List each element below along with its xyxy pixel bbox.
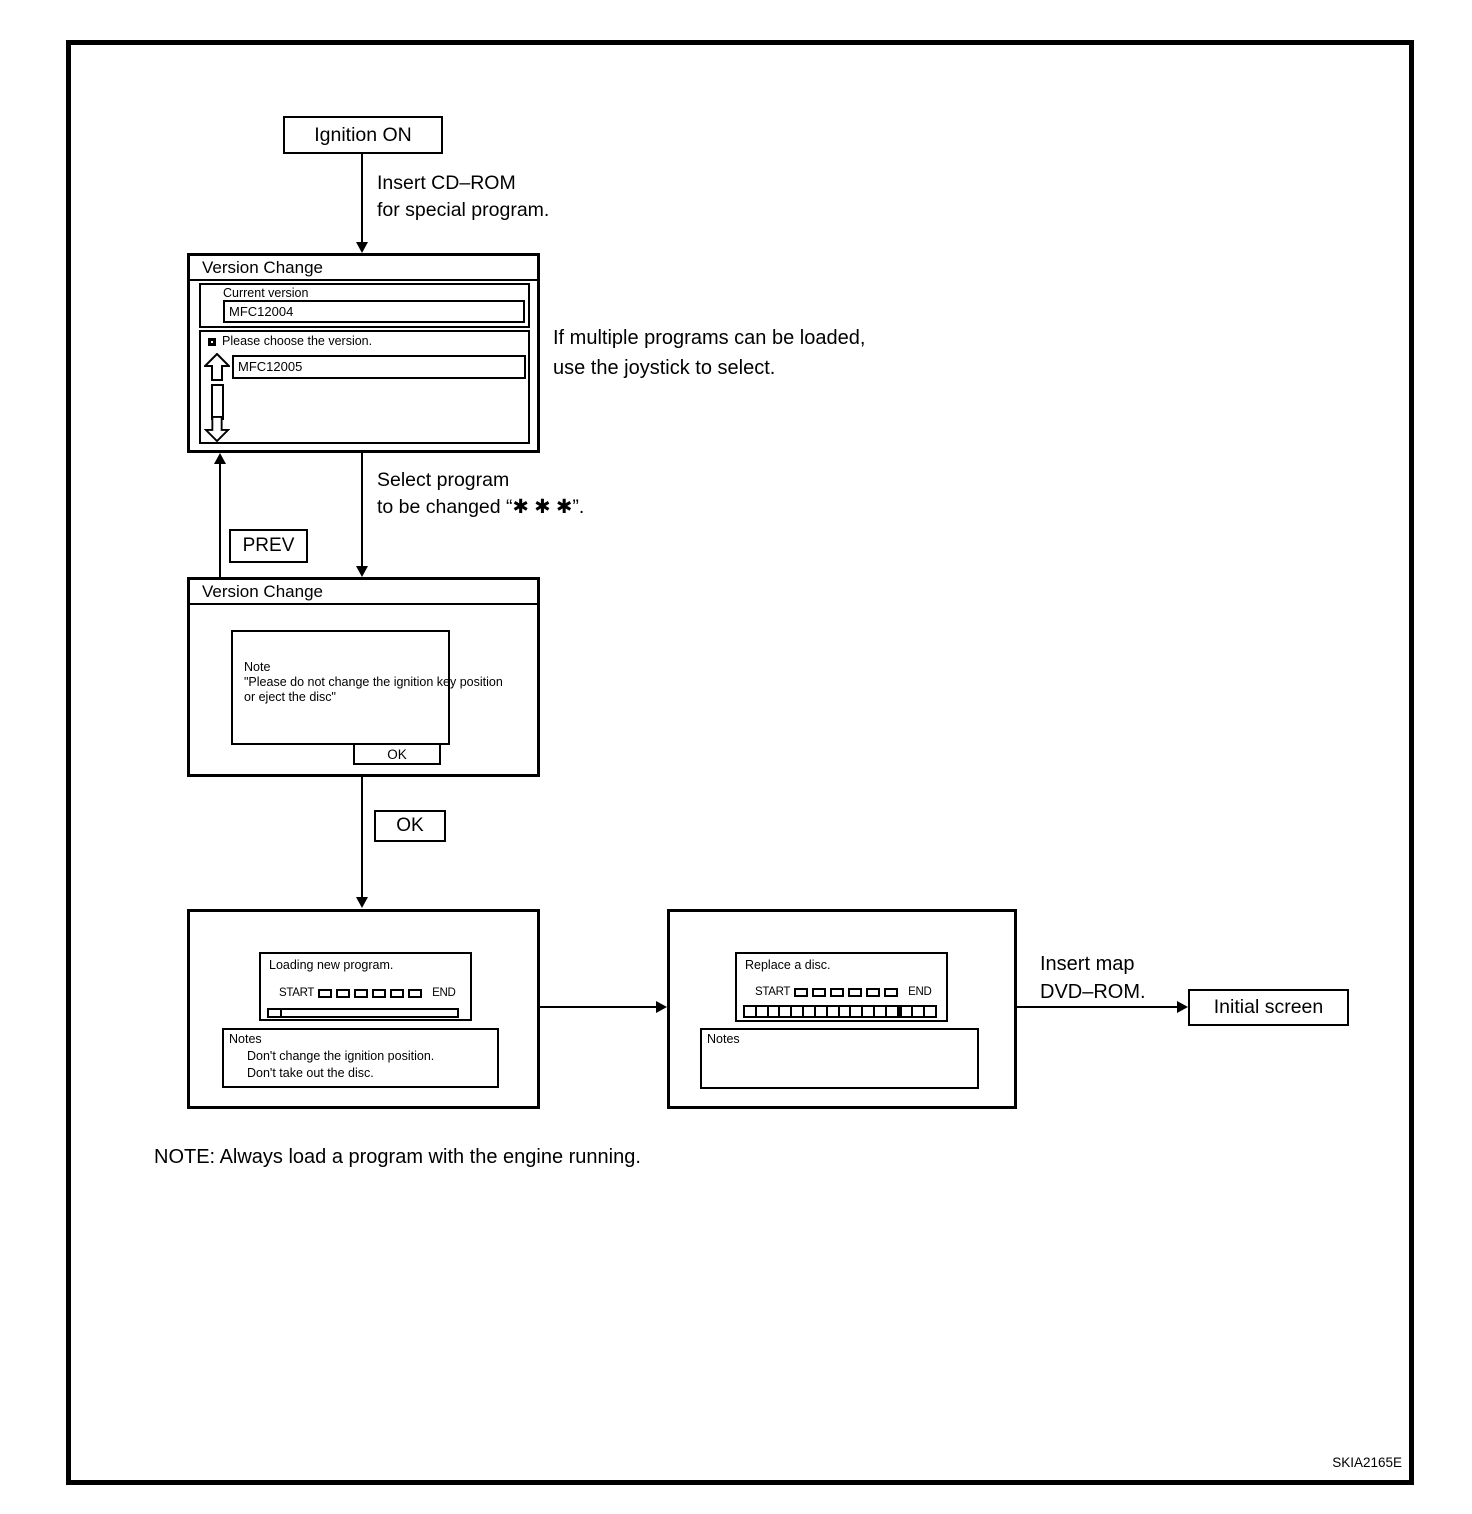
current-version-label: Current version (223, 286, 309, 300)
notes-line: Don't take out the disc. (247, 1066, 374, 1080)
scroll-up-icon[interactable] (204, 353, 230, 381)
loading-message-panel: Loading new program. START END (259, 952, 472, 1021)
replace-progress-bar (743, 1005, 937, 1018)
arrow-prev-return (219, 463, 221, 577)
progress-segment (794, 987, 809, 997)
progress-segment (884, 987, 899, 997)
screen-loading: Loading new program. START END Notes Don… (187, 909, 540, 1109)
notes-line: Don't change the ignition position. (247, 1049, 435, 1063)
current-version-panel: Current version MFC12004 (199, 283, 530, 328)
choose-version-label: Please choose the version. (222, 334, 373, 348)
progress-segment (812, 987, 827, 997)
prev-button-label: PREV (242, 535, 295, 556)
arrowhead-right-icon (1177, 1001, 1188, 1013)
arrowhead-down-icon (356, 242, 368, 253)
arrow-loading-to-replace (540, 1006, 657, 1008)
screen-note-dialog: Version Change Note "Please do not chang… (187, 577, 540, 777)
replace-notes-panel: Notes (700, 1028, 979, 1089)
progress-segment (866, 987, 881, 997)
choose-version-panel: Please choose the version. MFC12005 (199, 330, 530, 444)
dialog-ok-button[interactable]: OK (353, 743, 441, 765)
flow-ok-button-label: OK (396, 815, 424, 836)
start-label: START (279, 987, 315, 999)
arrow-replace-to-initial (1017, 1006, 1178, 1008)
arrowhead-up-icon (214, 453, 226, 464)
notes-title: Notes (229, 1032, 262, 1046)
replace-message: Replace a disc. (745, 958, 831, 972)
bullet-icon (208, 338, 216, 346)
end-label: END (908, 986, 932, 998)
screen-replace-disc: Replace a disc. START END Notes (667, 909, 1017, 1109)
progress-segment (390, 988, 405, 998)
arrowhead-down-icon (356, 566, 368, 577)
arrow-ignition-to-version (361, 154, 363, 243)
arrowhead-down-icon (356, 897, 368, 908)
loading-message: Loading new program. (269, 958, 394, 972)
prev-button[interactable]: PREV (229, 529, 308, 563)
start-label: START (755, 986, 791, 998)
page-border (66, 40, 1414, 1485)
progress-segment (318, 988, 333, 998)
insert-map-label: Insert map DVD–ROM. (1040, 953, 1146, 1003)
note-dialog-text: Note "Please do not change the ignition … (244, 660, 503, 704)
figure-code: SKIA2165E (1332, 1455, 1402, 1470)
select-program-label: Select program to be changed “✱ ✱ ✱”. (377, 469, 585, 518)
scroll-track[interactable] (211, 384, 224, 420)
loading-progress-segments: START END (279, 987, 456, 999)
screen-version-select-title: Version Change (190, 256, 537, 281)
loading-progress-bar (267, 1008, 459, 1018)
choose-version-field[interactable]: MFC12005 (232, 355, 526, 379)
progress-segment (372, 988, 387, 998)
flow-ok-button[interactable]: OK (374, 810, 446, 842)
end-label: END (432, 987, 456, 999)
replace-progress-segments: START END (755, 986, 932, 998)
node-initial-screen-label: Initial screen (1213, 996, 1324, 1018)
progress-segment (830, 987, 845, 997)
progress-segment (354, 988, 369, 998)
notes-title: Notes (707, 1032, 740, 1046)
screen-version-select: Version Change Current version MFC12004 … (187, 253, 540, 453)
progress-segment (408, 988, 423, 998)
scroll-down-icon[interactable] (204, 416, 230, 442)
joystick-hint-label: If multiple programs can be loaded, use … (553, 327, 866, 379)
node-ignition-on: Ignition ON (283, 116, 443, 154)
node-ignition-on-label: Ignition ON (314, 123, 412, 146)
loading-notes-panel: Notes Don't change the ignition position… (222, 1028, 499, 1088)
arrow-select-program (361, 453, 363, 567)
node-initial-screen: Initial screen (1188, 989, 1349, 1026)
footnote: NOTE: Always load a program with the eng… (154, 1146, 641, 1168)
progress-segment (336, 988, 351, 998)
insert-cd-label: Insert CD–ROM for special program. (377, 172, 550, 221)
progress-segment (848, 987, 863, 997)
current-version-field: MFC12004 (223, 300, 525, 323)
dialog-ok-button-label: OK (387, 746, 407, 762)
note-dialog: Note "Please do not change the ignition … (231, 630, 503, 745)
arrow-ok-to-loading (361, 777, 363, 898)
screen-note-dialog-title: Version Change (190, 580, 537, 605)
arrowhead-right-icon (656, 1001, 667, 1013)
replace-message-panel: Replace a disc. START END (735, 952, 948, 1022)
